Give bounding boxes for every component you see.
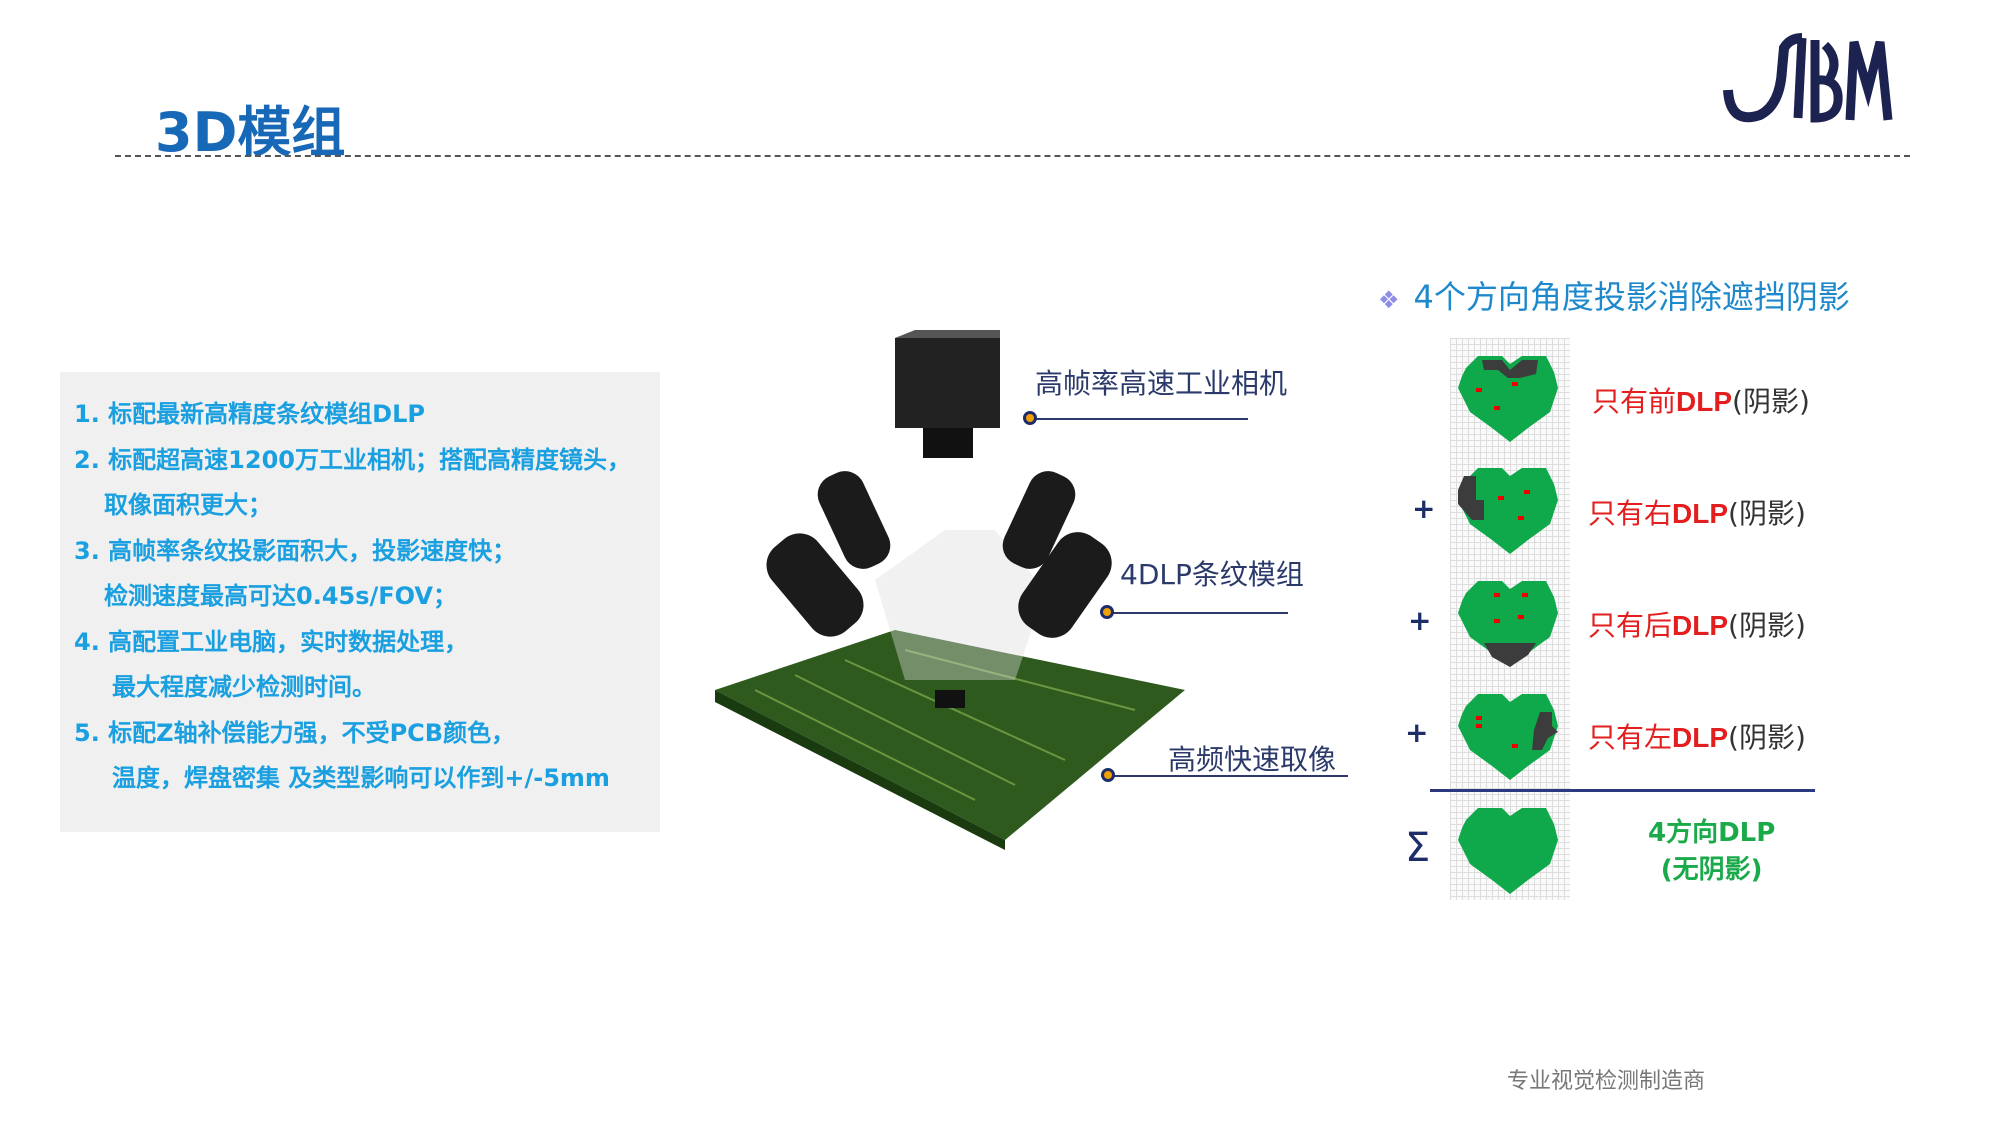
callout-line xyxy=(1030,418,1248,420)
feature-item: 4. 高配置工业电脑，实时数据处理， xyxy=(74,627,469,656)
shadow-label-back: 只有后DLP(阴影) xyxy=(1588,604,1806,644)
direction-text: 只有后 xyxy=(1588,609,1673,642)
pcb-board xyxy=(715,630,1185,840)
feature-item: 3. 高帧率条纹投影面积大，投影速度快； xyxy=(74,536,517,565)
sigma-symbol: Σ xyxy=(1405,825,1431,871)
heart-back-shadow xyxy=(1458,581,1558,667)
heart-left-shadow xyxy=(1458,694,1558,780)
capture-label: 高频快速取像 xyxy=(1168,743,1337,776)
feature-item: 检测速度最高可达0.45s/FOV； xyxy=(104,582,457,610)
feature-list: 1. 标配最新高精度条纹模组DLP 2. 标配超高速1200万工业相机；搭配高精… xyxy=(60,372,660,832)
feature-item: 5. 标配Z轴补偿能力强，不受PCB颜色， xyxy=(74,718,516,747)
plus-sign: + xyxy=(1405,716,1429,749)
combined-label-line1: 4方向DLP xyxy=(1648,818,1776,848)
shadow-text: (阴影) xyxy=(1728,497,1806,530)
footer-tagline: 专业视觉检测制造商 xyxy=(1507,1069,1706,1094)
company-logo xyxy=(1723,33,1893,123)
feature-item: 2. 标配超高速1200万工业相机；搭配高精度镜头， xyxy=(74,445,631,474)
feature-item: 温度，焊盘密集 及类型影响可以作到+/-5mm xyxy=(112,764,610,792)
shadow-label-right: 只有右DLP(阴影) xyxy=(1588,492,1806,532)
dlp-text: DLP xyxy=(1676,386,1733,417)
shadow-text: (阴影) xyxy=(1728,721,1806,754)
dlp-text: DLP xyxy=(1672,610,1729,641)
shadow-label-front: 只有前DLP(阴影) xyxy=(1592,380,1810,420)
heart-combined xyxy=(1458,808,1558,894)
sum-divider xyxy=(1430,789,1815,792)
page-title: 3D模组 xyxy=(155,101,346,164)
feature-item: 1. 标配最新高精度条纹模组DLP xyxy=(74,400,425,428)
direction-text: 只有左 xyxy=(1588,721,1673,754)
divider xyxy=(115,155,1910,157)
feature-item: 取像面积更大； xyxy=(104,491,272,519)
combined-label-line2: (无阴影) xyxy=(1660,855,1763,885)
camera xyxy=(895,330,1000,458)
dlp-text: DLP xyxy=(1672,498,1729,529)
callout-line xyxy=(1108,612,1288,614)
shadow-heading-text: 4个方向角度投影消除遮挡阴影 xyxy=(1413,278,1850,316)
callout-line xyxy=(1108,775,1348,777)
callout-dot xyxy=(1100,605,1114,619)
diamond-bullet-icon: ❖ xyxy=(1378,286,1400,314)
direction-text: 只有右 xyxy=(1588,497,1673,530)
shadow-text: (阴影) xyxy=(1732,385,1810,418)
chip xyxy=(935,690,965,708)
dlp-label: 4DLP条纹模组 xyxy=(1120,558,1304,591)
dlp-text: DLP xyxy=(1672,722,1729,753)
combined-label: 4方向DLP (无阴影) xyxy=(1648,815,1775,889)
callout-dot xyxy=(1101,768,1115,782)
direction-text: 只有前 xyxy=(1592,385,1677,418)
callout-dot xyxy=(1023,411,1037,425)
feature-item: 最大程度减少检测时间。 xyxy=(112,673,376,701)
shadow-label-left: 只有左DLP(阴影) xyxy=(1588,716,1806,756)
heart-right-shadow xyxy=(1458,468,1558,554)
heart-front-shadow xyxy=(1458,356,1558,442)
3d-module-illustration xyxy=(715,330,1185,850)
shadow-heading: ❖ 4个方向角度投影消除遮挡阴影 xyxy=(1378,272,1850,318)
plus-sign: + xyxy=(1412,492,1436,525)
plus-sign: + xyxy=(1408,604,1432,637)
camera-label: 高帧率高速工业相机 xyxy=(1035,367,1288,400)
shadow-text: (阴影) xyxy=(1728,609,1806,642)
dlp-projectors xyxy=(766,471,1112,638)
